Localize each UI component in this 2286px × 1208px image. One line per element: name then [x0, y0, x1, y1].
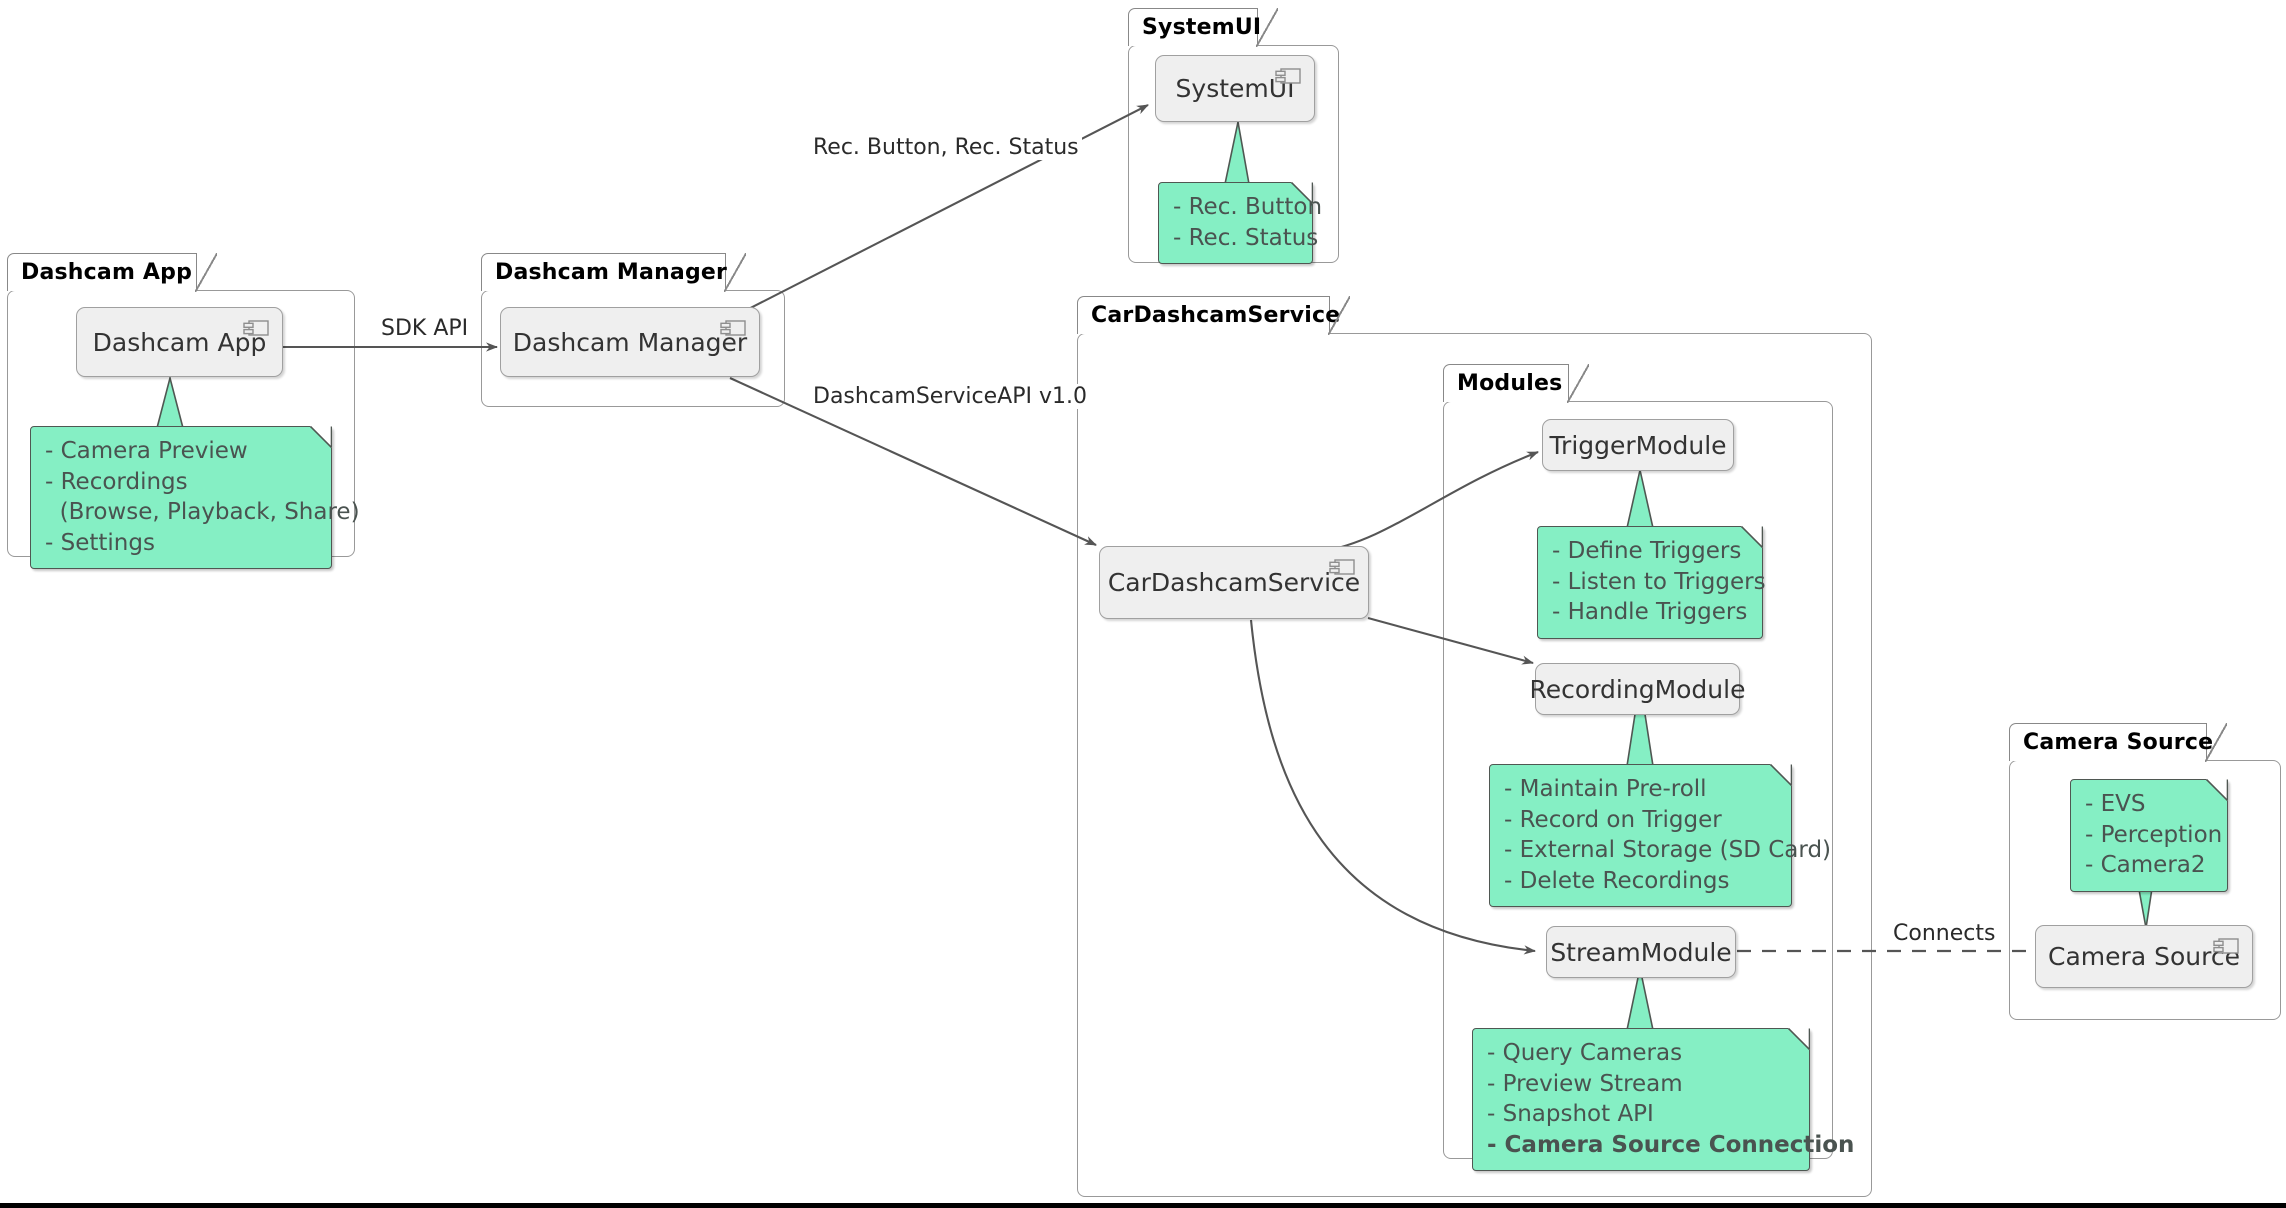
component-label-streammodule: StreamModule [1550, 937, 1732, 967]
note-systemui: - Rec. Button - Rec. Status [1158, 182, 1323, 265]
note-line: - Handle Triggers [1552, 599, 1748, 626]
component-systemui[interactable]: SystemUI [1155, 55, 1315, 122]
component-camera-source[interactable]: Camera Source [2035, 925, 2253, 988]
note-tail-systemui [1224, 121, 1250, 185]
component-stereotype-icon [1329, 559, 1355, 575]
component-label-recordingmodule: RecordingModule [1529, 674, 1746, 704]
note-line: - Perception [2085, 821, 2223, 848]
component-dashcam-manager[interactable]: Dashcam Manager [500, 307, 760, 377]
note-line: - Preview Stream [1487, 1070, 1683, 1097]
edge-label-rec-status: Rec. Button, Rec. Status [810, 135, 1082, 160]
edge-label-sdk-api: SDK API [378, 316, 472, 341]
note-streammodule: - Query Cameras - Preview Stream - Snaps… [1472, 1028, 1855, 1172]
note-line: - Recordings [45, 468, 188, 495]
edge-to-recording-line [1367, 616, 1534, 665]
note-line: - Rec. Status [1173, 224, 1319, 251]
package-title-dashcam-app: Dashcam App [7, 252, 217, 292]
note-line: - Snapshot API [1487, 1101, 1654, 1128]
note-tail-dashcam-app [155, 374, 185, 429]
package-title-cardashcamservice: CarDashcamService [1077, 295, 1350, 335]
edge-label-service-api: DashcamServiceAPI v1.0 [810, 384, 1090, 409]
note-recordingmodule: - Maintain Pre-roll - Record on Trigger … [1489, 764, 1832, 908]
bottom-border-band [0, 1203, 2286, 1208]
note-folded-corner-icon [2206, 779, 2228, 801]
component-label-dashcam-manager: Dashcam Manager [512, 327, 748, 357]
package-title-camera-source: Camera Source [2009, 722, 2227, 762]
note-tail-triggermodule [1626, 469, 1654, 529]
package-title-dashcam-manager: Dashcam Manager [481, 252, 746, 292]
note-line: - Camera Preview [45, 438, 248, 464]
note-line: - Maintain Pre-roll [1504, 776, 1707, 802]
note-folded-corner-icon [310, 426, 332, 448]
note-line: - Settings [45, 529, 155, 556]
edge-to-stream-line [1249, 619, 1536, 955]
edge-service-api-line [729, 377, 1097, 546]
edge-label-connects: Connects [1890, 921, 1999, 946]
note-dashcam-app: - Camera Preview - Recordings (Browse, P… [30, 426, 360, 570]
component-stereotype-icon [2213, 938, 2239, 954]
note-line: - Query Cameras [1487, 1040, 1683, 1066]
note-line: - Rec. Button [1173, 194, 1323, 220]
package-title-systemui: SystemUI [1128, 7, 1278, 47]
note-line: - EVS [2085, 791, 2146, 817]
note-line: - Record on Trigger [1504, 806, 1722, 833]
component-triggermodule[interactable]: TriggerModule [1542, 419, 1734, 471]
note-line-bold: - Camera Source Connection [1487, 1131, 1855, 1158]
component-dashcam-app[interactable]: Dashcam App [76, 307, 283, 377]
component-streammodule[interactable]: StreamModule [1546, 926, 1736, 978]
component-label-cardashcamservice: CarDashcamService [1107, 568, 1361, 597]
package-title-modules: Modules [1443, 363, 1589, 403]
note-line: (Browse, Playback, Share) [45, 499, 360, 526]
note-triggermodule: - Define Triggers - Listen to Triggers -… [1537, 526, 1766, 639]
note-line: - Listen to Triggers [1552, 568, 1766, 595]
note-folded-corner-icon [1291, 182, 1313, 204]
note-folded-corner-icon [1788, 1028, 1810, 1050]
component-label-triggermodule: TriggerModule [1549, 430, 1727, 460]
note-line: - External Storage (SD Card) [1504, 837, 1832, 864]
component-stereotype-icon [243, 320, 269, 336]
component-label-dashcam-app: Dashcam App [92, 327, 267, 357]
note-camera-source: - EVS - Perception - Camera2 [2070, 779, 2228, 892]
component-cardashcamservice[interactable]: CarDashcamService [1099, 546, 1369, 619]
component-stereotype-icon [720, 320, 746, 336]
note-folded-corner-icon [1770, 764, 1792, 786]
component-label-camera-source: Camera Source [2048, 942, 2240, 971]
note-line: - Delete Recordings [1504, 867, 1730, 894]
note-line: - Define Triggers [1552, 538, 1742, 564]
component-recordingmodule[interactable]: RecordingModule [1530, 663, 1745, 715]
note-folded-corner-icon [1741, 526, 1763, 548]
component-stereotype-icon [1275, 68, 1301, 84]
note-line: - Camera2 [2085, 852, 2206, 879]
edge-to-trigger-line [1319, 451, 1539, 554]
